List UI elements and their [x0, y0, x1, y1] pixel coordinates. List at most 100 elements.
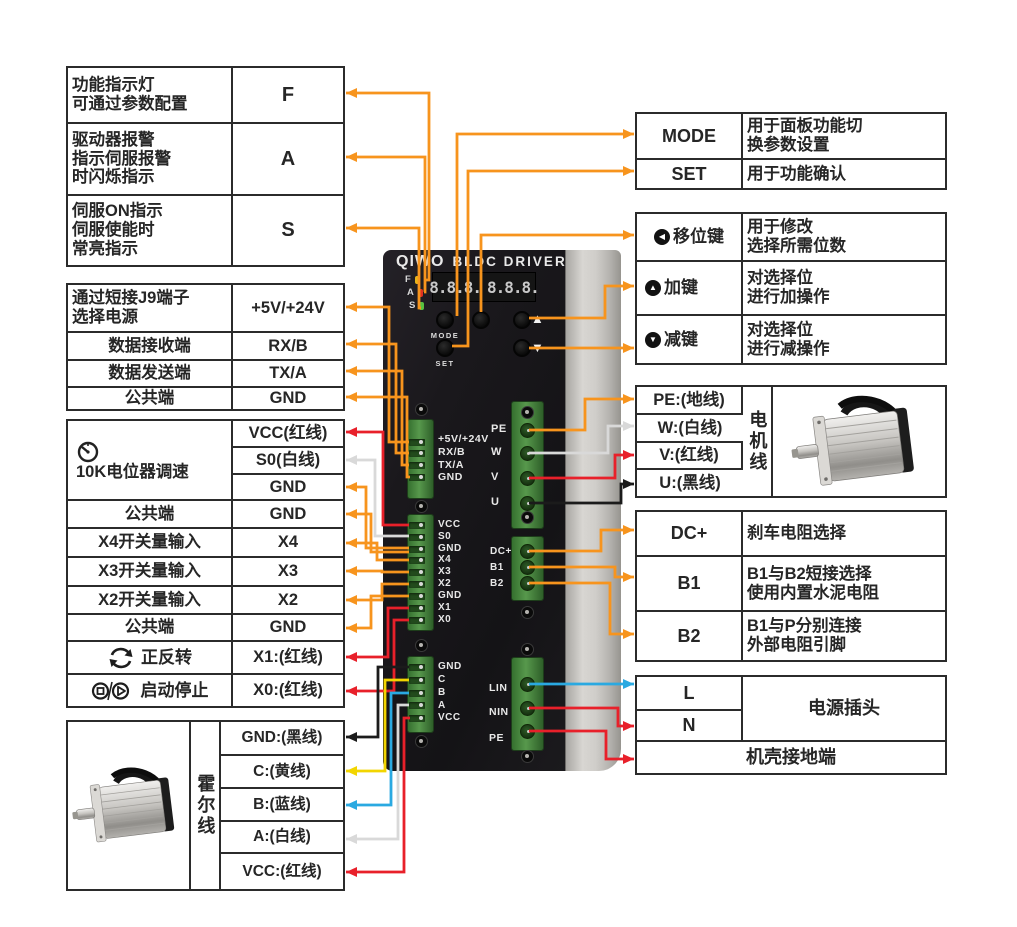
brake-table: DC+ 刹车电阻选择 B1 B1与B2短接选择 使用内置水泥电阻 B2 B1与P…	[635, 510, 947, 662]
terminal-pin-dot	[419, 594, 423, 598]
wire-arrowhead	[346, 867, 357, 877]
power-select-desc: 通过短接J9端子 选择电源	[68, 285, 233, 331]
dc-plus-desc: 刹车电阻选择	[747, 524, 846, 543]
terminal-pin	[520, 422, 535, 438]
terminal-pin	[520, 676, 535, 692]
start-stop-desc: 启动停止	[68, 673, 233, 706]
terminal-label: TX/A	[438, 459, 464, 472]
x1-code: X1:(红线)	[233, 640, 343, 673]
rx-desc: 数据接收端	[68, 331, 233, 359]
tx-desc: 数据发送端	[68, 359, 233, 386]
terminal-pin-dot	[419, 440, 423, 444]
neutral-key: N	[637, 709, 743, 740]
terminal-label: C	[438, 673, 446, 685]
potentiometer-cell: 10K电位器调速	[68, 421, 233, 499]
terminal-label: A	[438, 699, 446, 711]
led-s: S	[409, 300, 425, 311]
wire-arrowhead	[623, 421, 634, 431]
led-f-label: F	[405, 274, 411, 285]
wire-arrowhead	[346, 392, 357, 402]
terminal-pin-dot	[419, 547, 423, 551]
terminal-pin	[520, 723, 535, 739]
wire-arrowhead	[623, 394, 634, 404]
wire-arrowhead	[623, 721, 634, 731]
terminal-label: B	[438, 686, 446, 698]
u-wire-code: U:(黑线)	[637, 468, 743, 496]
pot-s0-code: S0(白线)	[233, 446, 343, 473]
terminal-pin	[409, 545, 425, 553]
terminal-pin	[409, 663, 425, 671]
terminal-pin	[409, 473, 425, 481]
wire-arrowhead	[623, 629, 634, 639]
common-2-code: GND	[233, 613, 343, 640]
led-a-light-icon	[417, 288, 423, 297]
wire-arrowhead	[346, 88, 357, 98]
terminal-label: GND	[438, 542, 462, 554]
terminal-pin-dot	[419, 618, 423, 622]
terminal-label: B2	[490, 577, 504, 589]
wire-arrowhead	[346, 302, 357, 312]
set-button-label: SET	[435, 359, 455, 368]
wire-arrowhead	[623, 129, 634, 139]
terminal-pin-dot	[419, 558, 423, 562]
terminal-pin	[520, 700, 535, 716]
wire-arrowhead	[346, 339, 357, 349]
hall-a-code: A:(白线)	[221, 820, 343, 852]
led-f: F	[405, 274, 420, 285]
x4-desc: X4开关量输入	[68, 527, 233, 556]
plus-key: ▲ 加键	[637, 260, 743, 314]
b2-desc: B1与P分别连接 外部电阻引脚	[743, 610, 945, 660]
driver-heatsink	[565, 250, 621, 771]
wire-arrowhead	[623, 281, 634, 291]
indicator-table: 功能指示灯 可通过参数配置 F 驱动器报警 指示伺服报警 时闪烁指示 A 伺服O…	[66, 66, 345, 267]
terminal-label: PE	[489, 732, 505, 745]
set-button	[436, 339, 454, 357]
wire-arrowhead	[346, 595, 357, 605]
rx-code: RX/B	[233, 331, 343, 359]
hall-group-label: 霍尔线	[191, 722, 221, 889]
terminal-pin	[409, 568, 425, 576]
terminal-label: X4	[438, 553, 452, 565]
v-wire-code: V:(红线)	[637, 441, 743, 468]
indicator-s-code: S	[233, 194, 343, 265]
led-s-light-icon	[419, 301, 425, 310]
wire-arrowhead	[623, 525, 634, 535]
up-arrow-icon: ▲	[531, 311, 544, 326]
indicator-a-code: A	[233, 122, 343, 194]
mounting-screw	[414, 499, 428, 513]
terminal-pin	[520, 543, 535, 559]
terminal-pin-dot	[419, 716, 423, 720]
terminal-label: VCC	[438, 711, 461, 723]
terminal-pin-dot	[419, 523, 423, 527]
wire-arrowhead	[346, 482, 357, 492]
terminal-label: PE	[491, 422, 507, 435]
terminal-pin-dot	[419, 582, 423, 586]
drive-motor-image	[773, 387, 945, 496]
panel-keys-table: MODE 用于面板功能切 换参数设置 SET 用于功能确认	[635, 112, 947, 190]
terminal-label: RX/B	[438, 446, 466, 459]
seven-segment-display: 8.8.8. 8.8.8.	[429, 272, 540, 302]
mounting-screw	[520, 642, 534, 656]
terminal-label: V	[491, 470, 499, 483]
terminal-label: GND	[438, 471, 463, 484]
gauge-icon	[76, 439, 100, 463]
wire-arrowhead	[346, 652, 357, 662]
adjust-keys-table: ◀ 移位键 用于修改 选择所需位数 ▲ 加键 对选择位 进行加操作 ▼ 减键 对…	[635, 212, 947, 365]
terminal-label: X3	[438, 565, 452, 577]
start-stop-icon	[91, 680, 135, 702]
terminal-pin	[409, 714, 425, 722]
b1-desc: B1与B2短接选择 使用内置水泥电阻	[743, 555, 945, 610]
hall-b-code: B:(蓝线)	[221, 787, 343, 820]
terminal-pin	[409, 521, 425, 529]
terminal-label: X2	[438, 577, 452, 589]
pot-gnd-code: GND	[233, 473, 343, 499]
wire-arrowhead	[346, 766, 357, 776]
brand-model: BLDC DRIVER	[452, 254, 567, 269]
w-wire-code: W:(白线)	[637, 413, 743, 441]
shift-key-desc: 用于修改 选择所需位数	[747, 218, 846, 255]
indicator-f-code: F	[281, 83, 295, 106]
wire-arrowhead	[623, 754, 634, 764]
motor-wires-table: PE:(地线) 电机线 W:(白线) V:(红线) U:(黑线)	[635, 385, 947, 498]
terminal-pin-dot	[419, 475, 423, 479]
terminal-label: S0	[438, 530, 452, 542]
